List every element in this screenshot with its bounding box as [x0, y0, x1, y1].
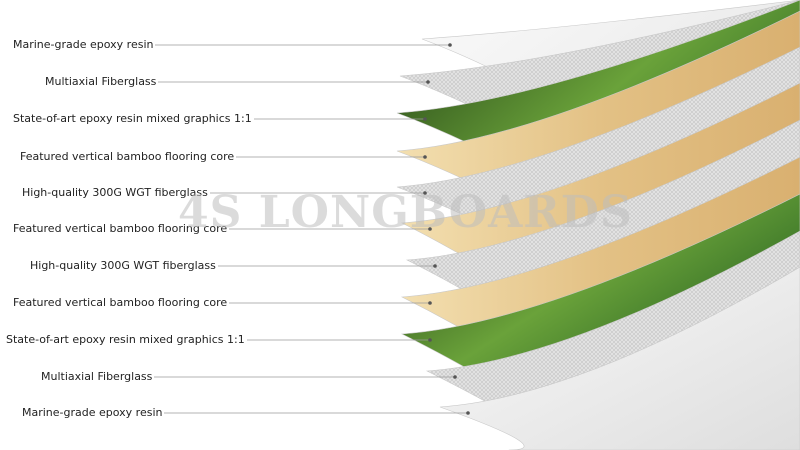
layer-label: Marine-grade epoxy resin: [22, 406, 165, 419]
leader-dot: [466, 411, 470, 415]
layer-label: Multiaxial Fiberglass: [45, 75, 159, 88]
leader-dot: [433, 264, 437, 268]
leader-dot: [423, 117, 427, 121]
watermark: 4S LONGBOARDS: [178, 187, 633, 238]
leader-dot: [428, 227, 432, 231]
leader-dot: [426, 80, 430, 84]
layer-label: Featured vertical bamboo flooring core: [20, 150, 237, 163]
layer-label: High-quality 300G WGT fiberglass: [22, 186, 210, 199]
layer-label: Multiaxial Fiberglass: [41, 370, 155, 383]
layer-label: State-of-art epoxy resin mixed graphics …: [6, 333, 247, 346]
leader-dot: [423, 155, 427, 159]
layer-label: State-of-art epoxy resin mixed graphics …: [13, 112, 254, 125]
layer-label: Featured vertical bamboo flooring core: [13, 222, 230, 235]
layer-label: Marine-grade epoxy resin: [13, 38, 156, 51]
layer-sheet-resin: [439, 266, 800, 450]
leader-dot: [448, 43, 452, 47]
leader-dot: [453, 375, 457, 379]
layer-label: Featured vertical bamboo flooring core: [13, 296, 230, 309]
leader-dot: [423, 191, 427, 195]
leader-dot: [428, 301, 432, 305]
layer-label: High-quality 300G WGT fiberglass: [30, 259, 218, 272]
leader-dot: [428, 338, 432, 342]
